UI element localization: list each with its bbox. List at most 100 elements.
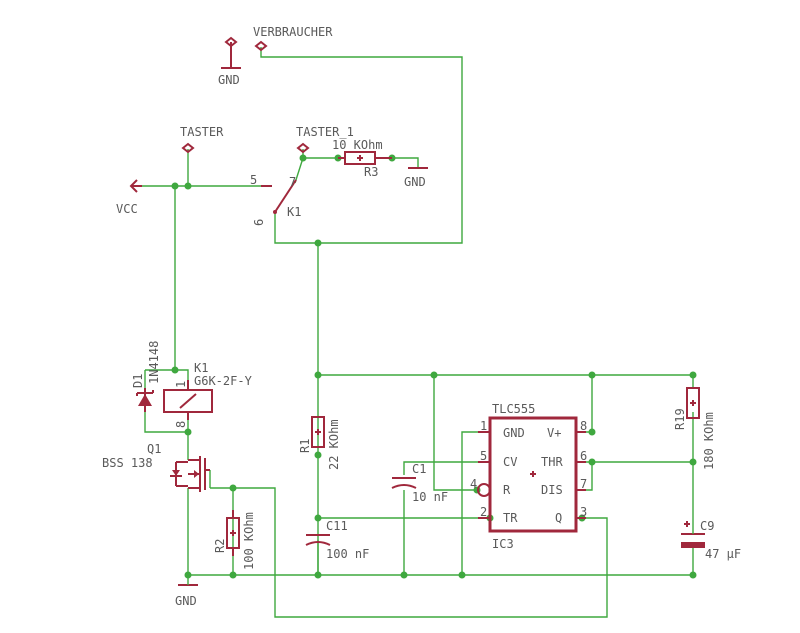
ic3-pin1: 1 (480, 419, 487, 433)
ic3-thr-pin-label: THR (541, 455, 563, 469)
junction (588, 428, 596, 436)
junction (458, 571, 466, 579)
k1-relay-coil (163, 380, 213, 420)
c11-value: 100 nF (326, 547, 369, 561)
c1-value: 10 nF (412, 490, 448, 504)
r3-resistor (338, 151, 392, 165)
junction (400, 571, 408, 579)
junction (689, 458, 697, 466)
junction (689, 371, 697, 379)
wire-verbraucher (260, 47, 463, 244)
vcc-label: VCC (116, 202, 138, 216)
d1-name: D1 (131, 374, 145, 388)
ic3-r-pin-label: R (503, 483, 511, 497)
junction (314, 239, 322, 247)
junction (314, 571, 322, 579)
r2-resistor (226, 510, 240, 556)
ic3-pin6: 6 (580, 449, 587, 463)
r2-name: R2 (213, 539, 227, 553)
c1-name: C1 (412, 462, 426, 476)
junction (229, 571, 237, 579)
taster-label: TASTER (180, 125, 224, 139)
taster-terminal (181, 142, 195, 154)
r1-name: R1 (298, 439, 312, 453)
r3-value: 10 KOhm (332, 138, 383, 152)
k1-contact-label: K1 (287, 205, 301, 219)
k1-coil-label: K1 (194, 361, 208, 375)
ic3-pin5: 5 (480, 449, 487, 463)
junction (171, 366, 179, 374)
gnd-top-terminal (221, 36, 241, 69)
ic3-dis-pin-label: DIS (541, 483, 563, 497)
r3-name: R3 (364, 165, 378, 179)
r2-value: 100 KOhm (242, 512, 256, 570)
q1-value: BSS 138 (102, 456, 153, 470)
wire-k1-pin7 (294, 157, 304, 184)
c1-capacitor (391, 477, 417, 489)
wire-gate (210, 487, 234, 575)
ic3-pin7: 7 (580, 477, 587, 491)
ic3-cv-pin-label: CV (503, 455, 517, 469)
junction (171, 182, 179, 190)
d1-diode (136, 388, 154, 412)
wire-cv (403, 461, 490, 475)
c11-capacitor (305, 534, 331, 546)
q1-name: Q1 (147, 442, 161, 456)
ic3-ref: IC3 (492, 537, 514, 551)
junction (184, 182, 192, 190)
ic3-gnd-pin-label: GND (503, 426, 525, 440)
c9-value: 47 µF (705, 547, 741, 561)
k1-coil-pin1: 1 (174, 381, 188, 388)
junction (314, 514, 322, 522)
wire-diode-b (144, 412, 188, 433)
gnd-top-label: GND (218, 73, 240, 87)
r1-value: 22 KOhm (327, 419, 341, 470)
ic3-tlc555 (477, 416, 586, 533)
junction (314, 451, 322, 459)
ic3-tr-pin-label: TR (503, 511, 518, 525)
c9-name: C9 (700, 519, 714, 533)
k1-pin6: 6 (252, 219, 266, 226)
r19-name: R19 (673, 408, 687, 430)
ic3-name: TLC555 (492, 402, 535, 416)
taster1-terminal (296, 142, 310, 154)
junction (229, 484, 237, 492)
junction (299, 154, 307, 162)
gnd-bottom-label: GND (175, 594, 197, 608)
ic3-pin3: 3 (580, 505, 587, 519)
r19-value: 180 KOhm (702, 412, 716, 470)
junction (588, 458, 596, 466)
r19-resistor (686, 387, 700, 419)
junction (430, 371, 438, 379)
q1-mosfet (170, 456, 210, 492)
verbraucher-label: VERBRAUCHER (253, 25, 333, 39)
ic3-pin4: 4 (470, 477, 477, 491)
junction (689, 571, 697, 579)
wire-gate-q (233, 487, 608, 618)
c11-name: C11 (326, 519, 348, 533)
c9-capacitor (681, 520, 705, 555)
k1-coil-pin8: 8 (174, 421, 188, 428)
ic3-q-pin-label: Q (555, 511, 562, 525)
k1-pin7: 7 (289, 175, 296, 189)
gnd-r3-label: GND (404, 175, 426, 189)
r1-resistor (311, 416, 325, 448)
k1-pin5: 5 (250, 173, 257, 187)
k1-switch (261, 179, 297, 214)
taster1-label: TASTER_1 (296, 125, 354, 139)
verbraucher-terminal (254, 40, 268, 52)
gnd-bottom-symbol (178, 575, 198, 586)
junction (314, 371, 322, 379)
ic3-pin2: 2 (480, 505, 487, 519)
wire-vcc-coil (174, 186, 189, 380)
junction (588, 371, 596, 379)
ic3-vplus-pin-label: V+ (547, 426, 561, 440)
wire-k1-common (274, 212, 319, 575)
k1-type-label: G6K-2F-Y (194, 374, 253, 388)
vcc-symbol (129, 179, 142, 193)
wire-r3-gnd (392, 157, 419, 168)
ic3-pin8: 8 (580, 419, 587, 433)
d1-value: 1N4148 (147, 341, 161, 384)
junction (184, 428, 192, 436)
